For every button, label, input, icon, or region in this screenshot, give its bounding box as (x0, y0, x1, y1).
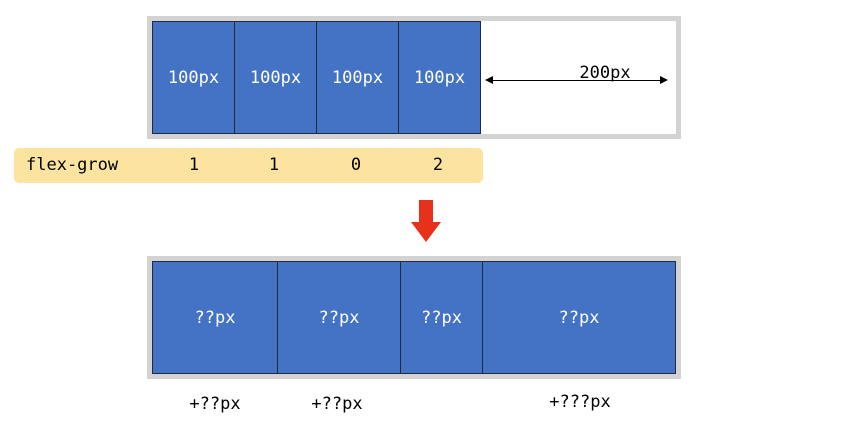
flex-grow-value-4: 2 (432, 155, 444, 175)
free-space-arrow-right-icon (660, 76, 668, 84)
bottom-flex-item-1: ??px (152, 261, 278, 374)
top-flex-item-4-label: 100px (413, 67, 466, 88)
increment-label-2: +??px (311, 394, 363, 414)
top-flex-item-3-label: 100px (331, 67, 384, 88)
top-flex-item-3: 100px (316, 21, 399, 134)
free-space-label: 200px (579, 63, 631, 83)
bottom-flex-item-2: ??px (277, 261, 401, 374)
free-space-arrow-line (490, 80, 664, 81)
top-flex-container: 100px 100px 100px 100px 200px (147, 16, 681, 139)
bottom-flex-item-4-label: ??px (558, 307, 600, 328)
bottom-flex-item-3-label: ??px (421, 307, 462, 328)
bottom-flex-container: ??px ??px ??px ??px (147, 256, 681, 379)
flex-grow-row: flex-grow 1 1 0 2 (14, 148, 483, 183)
top-flex-item-4: 100px (398, 21, 481, 134)
top-flex-item-1-label: 100px (167, 67, 220, 88)
bottom-flex-item-4: ??px (482, 261, 676, 374)
bottom-flex-item-3: ??px (400, 261, 483, 374)
free-space-arrow-left-icon (485, 76, 493, 84)
down-arrow-icon (411, 200, 441, 242)
flex-grow-value-2: 1 (268, 155, 280, 175)
flex-grow-value-1: 1 (188, 155, 200, 175)
bottom-flex-item-2-label: ??px (318, 307, 360, 328)
increment-label-1: +??px (189, 394, 241, 414)
top-flex-item-1: 100px (152, 21, 235, 134)
top-flex-item-2-label: 100px (249, 67, 302, 88)
flex-grow-value-3: 0 (350, 155, 362, 175)
increment-label-4: +???px (549, 392, 611, 412)
bottom-flex-item-1-label: ??px (194, 307, 236, 328)
top-flex-item-2: 100px (234, 21, 317, 134)
flex-grow-label: flex-grow (26, 155, 119, 175)
